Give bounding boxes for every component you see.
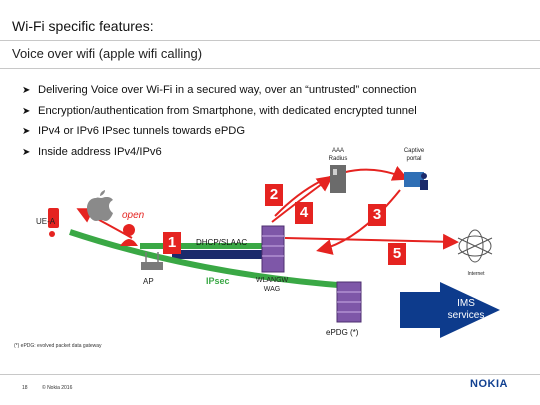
ipsec-label: IPsec <box>206 276 230 286</box>
step-badge-4: 4 <box>295 202 313 224</box>
internet-label: Internet <box>467 271 485 277</box>
page-subtitle: Voice over wifi (apple wifi calling) <box>12 46 203 61</box>
apple-leaf-icon <box>100 190 105 196</box>
captive-portal-label: Captive portal <box>403 148 425 162</box>
footer-divider <box>0 374 540 375</box>
dhcp-label: DHCP/SLAAC <box>196 238 248 247</box>
aaa-arrow <box>271 175 334 223</box>
ue-label: UE-A <box>36 217 56 226</box>
page-title: Wi-Fi specific features: <box>12 18 154 34</box>
ue-phone-icon <box>48 208 59 228</box>
title-divider <box>0 40 540 41</box>
copyright: © Nokia 2016 <box>42 385 73 391</box>
epdg-server-icon <box>336 281 362 323</box>
step-badge-1: 1 <box>163 232 181 254</box>
wlangw-label: WLANGW WAG <box>255 277 289 293</box>
apple-logo-icon <box>87 197 113 221</box>
captive-arrow-back <box>316 189 401 255</box>
arrow-bullet-icon: ➤ <box>22 126 31 137</box>
green-tunnel-bar <box>140 243 265 249</box>
step-badge-3: 3 <box>368 204 386 226</box>
open-label: open <box>122 210 145 221</box>
bullet-text: IPv4 or IPv6 IPsec tunnels towards ePDG <box>38 125 246 137</box>
arrow-bullet-icon: ➤ <box>22 146 31 158</box>
aaa-server-icon <box>330 165 346 193</box>
bullet-item: ➤ Delivering Voice over Wi-Fi in a secure… <box>22 84 417 105</box>
step-badge-5: 5 <box>388 243 406 265</box>
epdg-label: ePDG (*) <box>326 328 359 337</box>
aaa-label: AAA Radius <box>328 148 348 162</box>
bullet-list: ➤ Delivering Voice over Wi-Fi in a secure… <box>22 84 417 166</box>
bullet-text: Encryption/authentication from Smartphon… <box>38 104 417 117</box>
internet-globe-icon <box>457 229 493 263</box>
ims-arrow-shape <box>400 282 500 338</box>
page-number: 18 <box>22 385 28 391</box>
subtitle-divider <box>0 68 540 69</box>
wlangw-icon <box>261 225 285 273</box>
bullet-text: Inside address IPv4/IPv6 <box>38 145 162 158</box>
ap-label: AP <box>143 277 154 286</box>
captive-portal-icon <box>404 172 428 190</box>
arrow-bullet-icon: ➤ <box>22 105 31 117</box>
footnote: (*) ePDG: evolved packet data gateway <box>14 343 102 349</box>
internet-arrow <box>284 233 459 250</box>
bullet-item: ➤ Encryption/authentication from Smartpho… <box>22 105 417 126</box>
arrow-bullet-icon: ➤ <box>22 85 31 96</box>
ipsec-tunnel-line <box>69 229 351 289</box>
ims-label: IMS services <box>447 298 485 321</box>
nokia-logo: NOKIA <box>470 378 508 390</box>
navy-tunnel-bar <box>172 250 267 259</box>
step-badge-2: 2 <box>265 184 283 206</box>
hacker-icon <box>120 224 138 246</box>
bullet-item: ➤ IPv4 or IPv6 IPsec tunnels towards ePDG <box>22 125 417 146</box>
access-point-icon <box>141 252 163 270</box>
bullet-item: ➤ Inside address IPv4/IPv6 <box>22 146 417 167</box>
bullet-text: Delivering Voice over Wi-Fi in a secured… <box>38 84 417 96</box>
